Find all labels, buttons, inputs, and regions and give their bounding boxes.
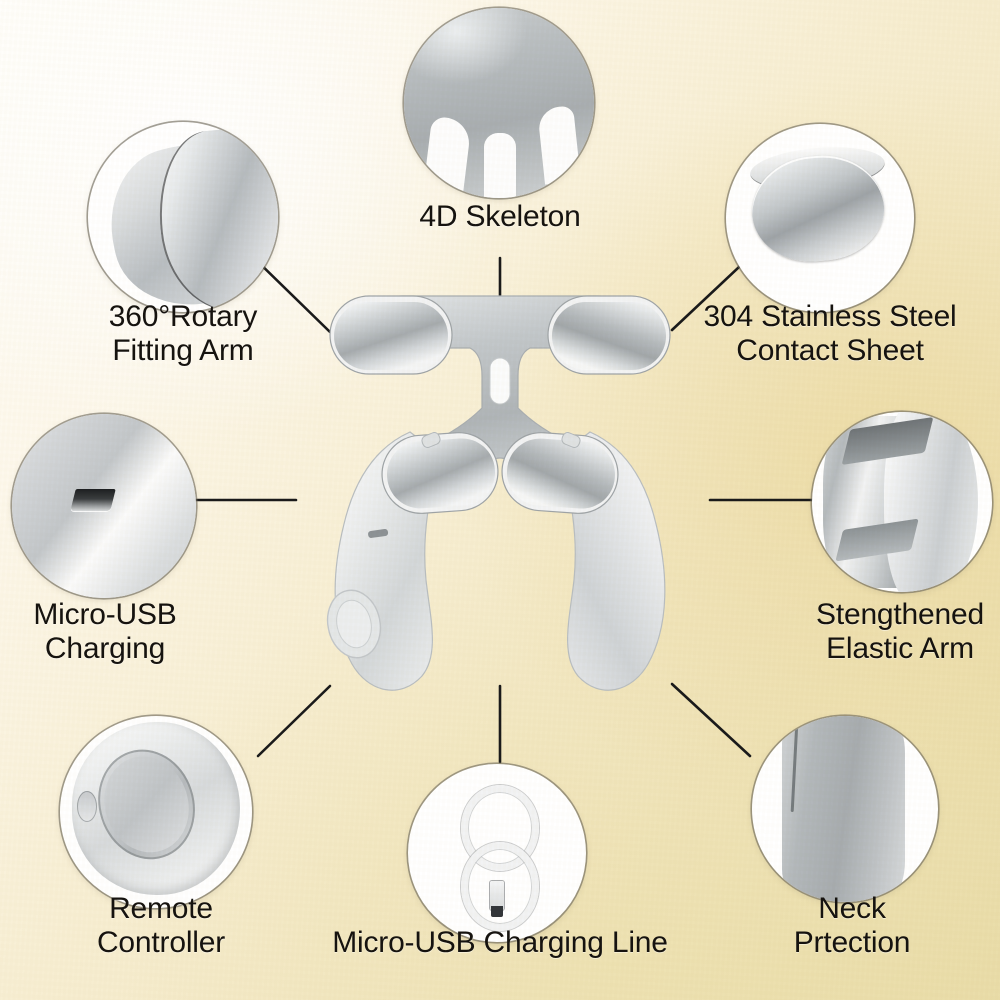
feature-bubble-usb-cable[interactable] <box>408 764 586 942</box>
remote-controller-icon <box>60 716 252 908</box>
product-hinge-right <box>561 432 581 448</box>
stainless-plate-icon <box>726 124 914 312</box>
feature-bubble-neck-protection[interactable] <box>752 716 938 902</box>
caption-micro-usb-charging: Micro-USB Charging <box>33 598 177 665</box>
caption-rotary-fitting-arm: 360°Rotary Fitting Arm <box>108 300 258 367</box>
product-charging-port <box>368 529 389 538</box>
product-hinge-left <box>421 432 441 448</box>
neck-pad-icon <box>752 716 938 902</box>
caption-usb-cable: Micro-USB Charging Line <box>332 926 668 959</box>
micro-usb-port-icon <box>12 414 196 598</box>
feature-bubble-elastic-arm[interactable] <box>812 412 992 592</box>
feature-bubble-4d-skeleton[interactable] <box>404 8 594 198</box>
product-contact-pad-upper-left <box>329 295 453 375</box>
caption-4d-skeleton: 4D Skeleton <box>419 200 581 233</box>
usb-cable-icon <box>408 764 586 942</box>
caption-elastic-arm: Stengthened Elastic Arm <box>816 598 984 665</box>
caption-remote-controller: Remote Controller <box>96 892 226 959</box>
product-neck-massager <box>282 272 718 700</box>
product-contact-pad-lower-left <box>381 432 499 514</box>
elastic-arm-icon <box>812 412 992 592</box>
feature-bubble-stainless-contact-sheet[interactable] <box>726 124 914 312</box>
product-contact-pad-upper-right <box>547 295 671 375</box>
feature-bubble-rotary-fitting-arm[interactable] <box>88 122 278 312</box>
feature-bubble-remote-controller[interactable] <box>60 716 252 908</box>
product-stem-slot <box>489 357 511 405</box>
caption-neck-protection: Neck Prtection <box>793 892 911 959</box>
caption-stainless-contact-sheet: 304 Stainless Steel Contact Sheet <box>703 300 957 367</box>
rotary-arm-icon <box>88 122 278 312</box>
skeleton-dome-icon <box>404 8 594 198</box>
feature-bubble-micro-usb-charging[interactable] <box>12 414 196 598</box>
product-contact-pad-lower-right <box>501 432 619 514</box>
